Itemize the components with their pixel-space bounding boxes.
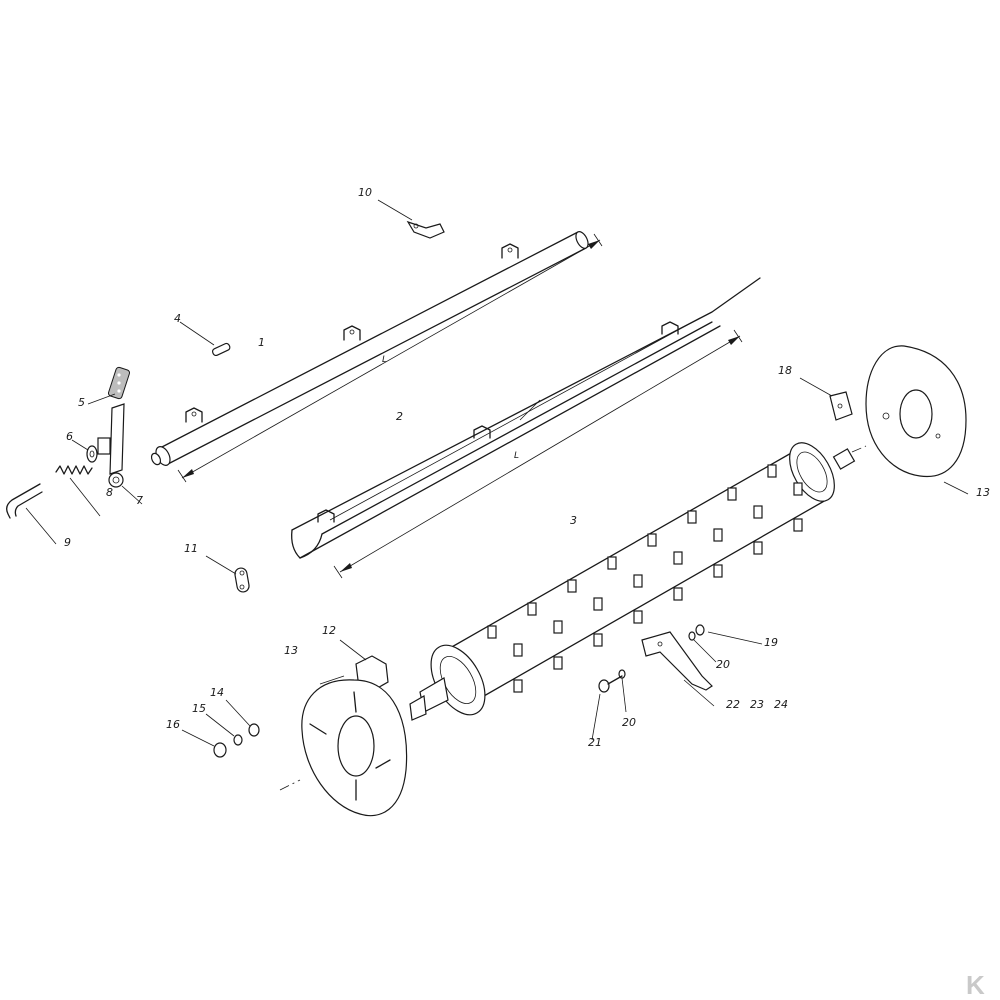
label-part-22: 22 xyxy=(726,698,740,711)
label-part-5: 5 xyxy=(78,396,85,409)
label-part-20-bottom: 20 xyxy=(622,716,636,729)
dimension-line-2 xyxy=(333,329,743,579)
part-7-lever xyxy=(97,403,143,505)
rotor-knife-3 xyxy=(567,579,577,593)
rotor-knife-22 xyxy=(713,564,723,578)
dimension-label-2: L xyxy=(514,451,519,461)
label-part-9: 9 xyxy=(64,536,71,549)
rotor-knife-20 xyxy=(633,610,643,624)
part-6-washer xyxy=(71,439,98,463)
label-part-13-left: 13 xyxy=(284,644,298,657)
part-3-rotor-drum xyxy=(409,442,856,721)
rotor-knife-14 xyxy=(713,528,723,542)
label-part-14: 14 xyxy=(210,686,224,699)
rotor-knife-8 xyxy=(767,464,777,478)
rotor-knife-7 xyxy=(727,487,737,501)
label-part-18: 18 xyxy=(778,364,792,377)
part-18-bracket xyxy=(799,377,853,421)
label-part-4: 4 xyxy=(174,312,181,325)
label-part-2: 2 xyxy=(396,410,403,423)
part-10-clip xyxy=(377,199,445,239)
rotor-knife-5 xyxy=(647,533,657,547)
part-9-handle-rod xyxy=(6,483,57,545)
label-part-16: 16 xyxy=(166,718,180,731)
brand-logo: K xyxy=(966,970,985,1000)
rotor-knife-16 xyxy=(793,482,803,496)
rotor-knife-15 xyxy=(753,505,763,519)
part-8-spring xyxy=(55,465,101,517)
label-part-11: 11 xyxy=(184,542,198,555)
label-part-13-right: 13 xyxy=(976,486,990,499)
part-11-link xyxy=(205,555,250,593)
part-1-tube xyxy=(150,231,589,466)
rotor-knife-23 xyxy=(753,541,763,555)
part-19-nut xyxy=(695,624,763,645)
part-21-bolt xyxy=(591,675,623,741)
part-5-plate xyxy=(87,366,131,405)
label-part-20-top: 20 xyxy=(716,658,730,671)
rotor-knife-6 xyxy=(687,510,697,524)
rotor-knife-19 xyxy=(593,633,603,647)
rotor-knife-24 xyxy=(793,518,803,532)
part-22-knife-blade xyxy=(641,631,715,707)
label-part-23: 23 xyxy=(750,698,764,711)
dimension-line-1 xyxy=(177,233,603,483)
label-part-6: 6 xyxy=(66,430,73,443)
rotor-knife-17 xyxy=(513,679,523,693)
rotor-knife-12 xyxy=(633,574,643,588)
part-4-pin xyxy=(179,321,231,357)
part-14-nut xyxy=(225,699,260,737)
part-20-washer-bottom xyxy=(618,669,627,713)
part-16-bolt-head xyxy=(181,729,227,758)
rotor-knife-4 xyxy=(607,556,617,570)
rotor-knife-1 xyxy=(487,625,497,639)
rotor-knife-10 xyxy=(553,620,563,634)
label-part-1: 1 xyxy=(258,336,265,349)
label-part-7: 7 xyxy=(136,494,143,507)
label-part-12: 12 xyxy=(322,624,336,637)
part-2-trough xyxy=(291,277,761,559)
part-13-disc-right xyxy=(851,345,969,495)
label-part-24: 24 xyxy=(774,698,788,711)
rotor-knife-2 xyxy=(527,602,537,616)
label-part-8: 8 xyxy=(106,486,113,499)
rotor-knife-21 xyxy=(673,587,683,601)
dimension-label-1: L xyxy=(382,355,387,365)
rotor-knives xyxy=(487,464,803,693)
part-20-washer-top xyxy=(688,631,717,663)
rotor-knife-13 xyxy=(673,551,683,565)
rotor-knife-9 xyxy=(513,643,523,657)
label-part-3: 3 xyxy=(570,514,577,527)
rotor-knife-18 xyxy=(553,656,563,670)
rotor-knife-11 xyxy=(593,597,603,611)
label-part-21: 21 xyxy=(588,736,602,749)
label-part-10: 10 xyxy=(358,186,372,199)
part-15-washer xyxy=(205,713,243,746)
part-13-disc-left xyxy=(279,675,408,817)
label-part-15: 15 xyxy=(192,702,206,715)
label-part-19: 19 xyxy=(764,636,778,649)
